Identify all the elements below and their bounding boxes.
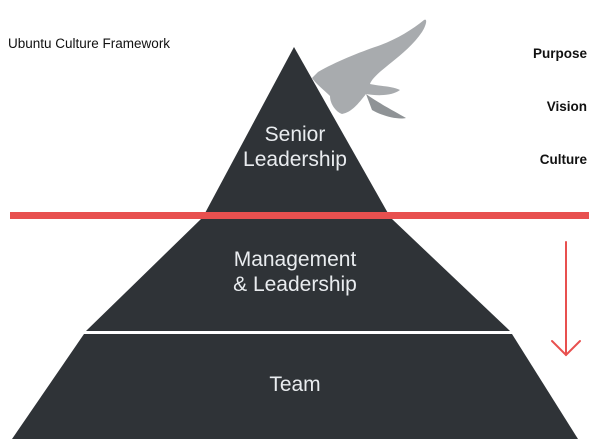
down-arrow-icon [551,241,581,357]
label-vision: Vision [546,99,587,114]
tier-label-senior-line2: Leadership [243,148,347,172]
label-culture: Culture [539,152,587,167]
pyramid-tier-senior [204,47,389,215]
pyramid-tier-team [12,334,578,439]
tier-label-team: Team [230,372,360,397]
tier-label-senior-line1: Senior [264,123,326,146]
diagram-title: Ubuntu Culture Framework [8,36,171,51]
bird-icon [312,19,427,119]
label-purpose: Purpose [532,46,587,61]
tier-label-senior: Senior Leadership [190,122,400,172]
tier-label-management-line1: Management [233,248,357,271]
divider-line [10,212,589,219]
tier-label-management: Management & Leadership [160,247,430,297]
pyramid-tier-management [86,219,510,331]
tier-label-management-line2: & Leadership [233,273,357,297]
tier-label-team-line1: Team [269,373,321,396]
